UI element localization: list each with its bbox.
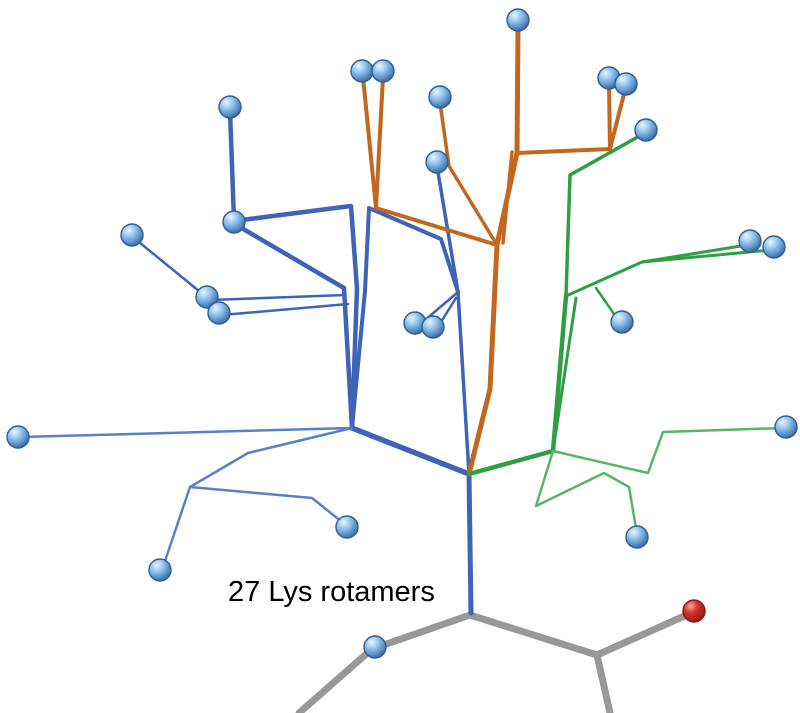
bond-orange (374, 75, 385, 210)
bond-gray (593, 609, 695, 659)
bond-blue (227, 107, 360, 431)
nitrogen-atom[interactable] (425, 150, 449, 174)
bond-orange (608, 88, 627, 151)
bond-orange (438, 101, 499, 247)
bond-green_light (534, 449, 639, 536)
nitrogen-atom[interactable] (120, 223, 144, 247)
bond-blue (466, 471, 474, 616)
nitrogen-atom[interactable] (218, 95, 242, 119)
bond-blue_light (188, 426, 354, 528)
nitrogen-atom[interactable] (634, 118, 658, 142)
bond-blue (230, 220, 355, 431)
bond-blue (208, 293, 347, 302)
bond-blue (132, 236, 212, 302)
nitrogen-atom[interactable] (195, 285, 219, 309)
bond-green (551, 296, 578, 453)
rotamer-count-label: 27 Lys rotamers (228, 576, 435, 608)
nitrogen-atom[interactable] (363, 635, 387, 659)
nitrogen-atom[interactable] (222, 210, 246, 234)
bond-orange (466, 242, 500, 477)
nitrogen-atom[interactable] (148, 558, 172, 582)
nitrogen-atom[interactable] (506, 8, 530, 32)
nitrogen-atom[interactable] (774, 415, 798, 439)
nitrogen-atom[interactable] (421, 315, 445, 339)
nitrogen-atom[interactable] (762, 235, 786, 259)
nitrogen-atom[interactable] (335, 515, 359, 539)
bond-blue (350, 206, 460, 430)
bond-blue_light (161, 485, 192, 569)
bond-green_light (551, 426, 785, 475)
bond-green (466, 293, 569, 477)
nitrogen-atom[interactable] (6, 425, 30, 449)
nitrogen-atom[interactable] (207, 301, 231, 325)
nitrogen-atom[interactable] (428, 85, 452, 109)
nitrogen-atom[interactable] (610, 310, 634, 334)
bond-blue_light (18, 426, 354, 439)
nitrogen-atom[interactable] (350, 59, 374, 83)
bond-orange (515, 82, 612, 155)
nitrogen-atom[interactable] (625, 525, 649, 549)
bond-gray (466, 611, 614, 713)
bond-blue (220, 302, 350, 317)
bond-orange (501, 150, 514, 245)
nitrogen-atom[interactable] (738, 229, 762, 253)
bond-green (564, 243, 749, 298)
bond-gray (295, 611, 474, 713)
bond-blue (349, 425, 472, 477)
oxygen-atom[interactable] (682, 599, 706, 623)
nitrogen-atom[interactable] (614, 72, 638, 96)
nitrogen-atom[interactable] (371, 59, 395, 83)
bond-green (564, 132, 645, 298)
